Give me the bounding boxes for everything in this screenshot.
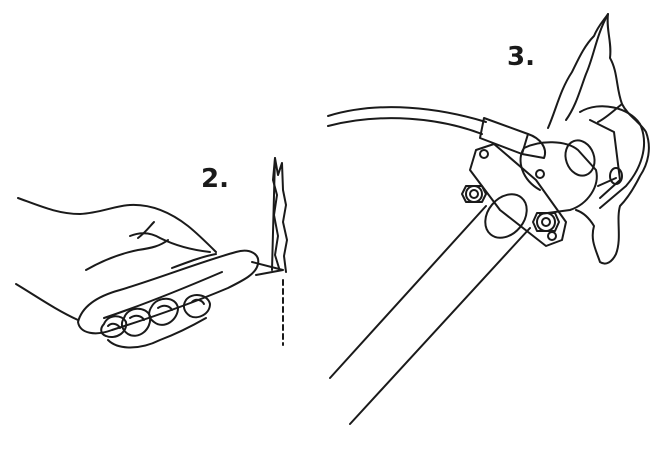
- step-2-label: 2.: [201, 164, 229, 194]
- step-3-illustration: [328, 14, 649, 424]
- finger-middle: [122, 309, 150, 336]
- bolt-left: [462, 186, 486, 202]
- step-3-label: 3.: [507, 42, 535, 72]
- conduit-tube: [330, 186, 535, 424]
- finger-ring: [149, 299, 178, 325]
- cable-gland-through-panel: [462, 106, 644, 246]
- finger-little: [184, 295, 210, 317]
- cut-panel-edge: [272, 158, 287, 345]
- cable: [328, 107, 545, 158]
- finger-index: [101, 316, 126, 337]
- utility-knife-blade: [252, 262, 283, 275]
- step-2-illustration: [16, 158, 287, 348]
- panel-torn-edge: [548, 14, 649, 264]
- bolt-right: [533, 213, 559, 231]
- hand-holding-utility-knife: [16, 198, 283, 348]
